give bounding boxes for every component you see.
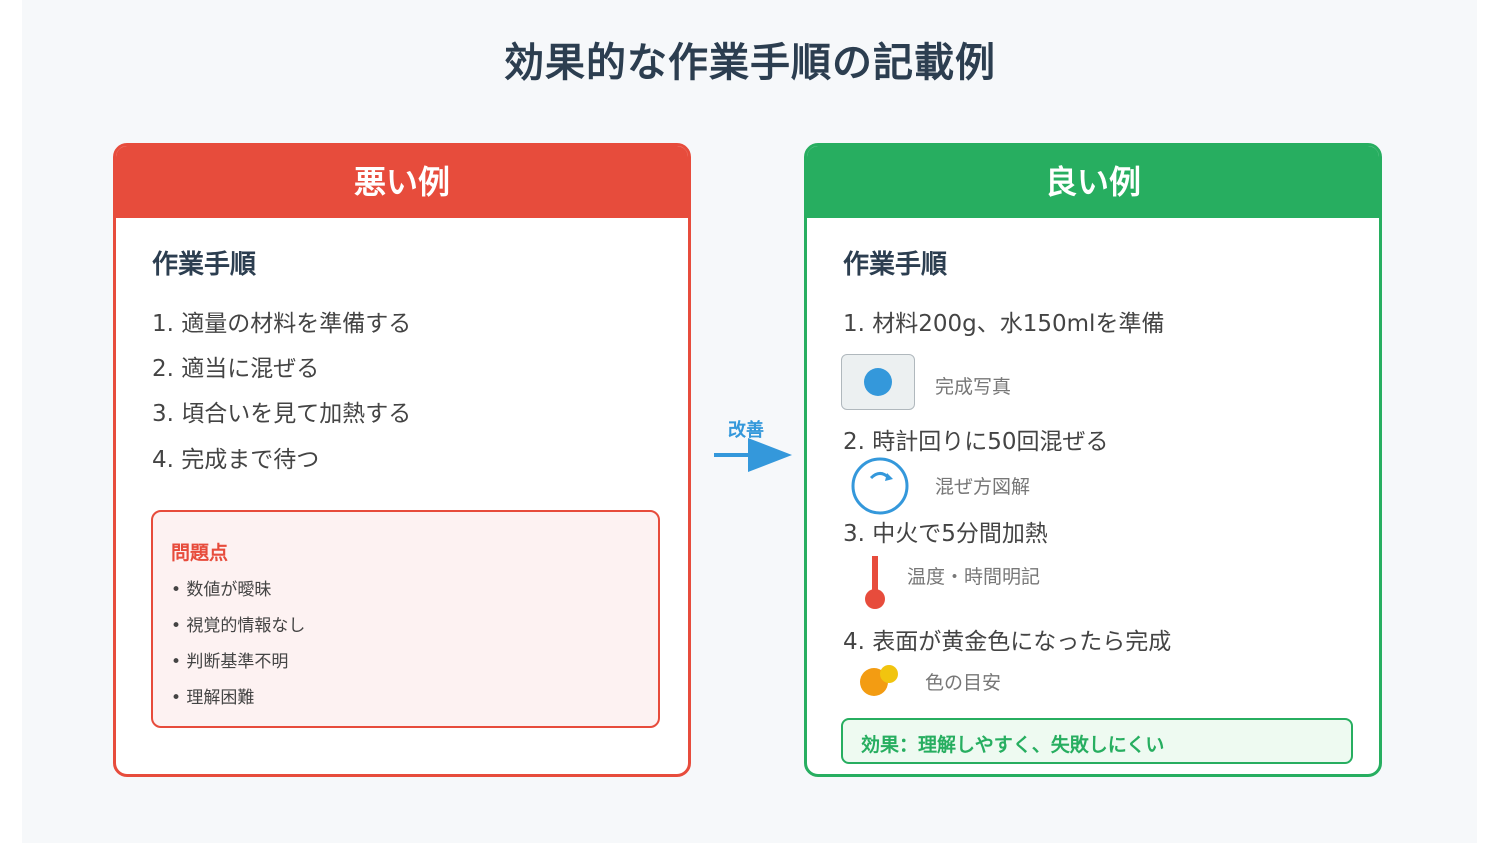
- problems-title: 問題点: [171, 542, 229, 564]
- bad-step-2: 2. 適当に混ぜる: [152, 356, 320, 382]
- problem-item-3: • 判断基準不明: [171, 652, 289, 672]
- color-swatch-icon: [860, 665, 898, 696]
- result-text: 効果：理解しやすく、失敗しにくい: [861, 734, 1165, 756]
- problem-item-4: • 理解困難: [171, 688, 255, 708]
- caption-color-guide: 色の目安: [925, 672, 1002, 694]
- caption-temperature-time: 温度・時間明記: [907, 566, 1041, 588]
- problems-box: 問題点 • 数値が曖昧 • 視覚的情報なし • 判断基準不明 • 理解困難: [151, 510, 660, 728]
- good-step-1: 1. 材料200g、水150mlを準備: [843, 311, 1165, 337]
- improvement-label: 改善: [728, 420, 764, 441]
- good-step-4: 4. 表面が黄金色になったら完成: [843, 629, 1172, 655]
- bad-section-title: 作業手順: [152, 250, 257, 280]
- good-example-panel: 良い例 作業手順 1. 材料200g、水150mlを準備 完成写真 2. 時計回…: [804, 143, 1382, 777]
- thermometer-icon: [865, 556, 885, 609]
- good-step-2: 2. 時計回りに50回混ぜる: [843, 429, 1109, 455]
- good-example-header: 良い例: [807, 146, 1379, 218]
- bad-step-1: 1. 適量の材料を準備する: [152, 311, 412, 337]
- good-section-title: 作業手順: [843, 250, 948, 280]
- clockwise-circle-icon: [851, 457, 909, 515]
- bad-step-3: 3. 頃合いを見て加熱する: [152, 401, 412, 427]
- right-arrow-icon: [714, 438, 792, 472]
- result-box: 効果：理解しやすく、失敗しにくい: [841, 718, 1353, 764]
- bad-example-header: 悪い例: [116, 146, 688, 218]
- good-step-3: 3. 中火で5分間加熱: [843, 521, 1048, 547]
- problem-item-1: • 数値が曖昧: [171, 580, 272, 600]
- bad-example-panel: 悪い例 作業手順 1. 適量の材料を準備する 2. 適当に混ぜる 3. 頃合いを…: [113, 143, 691, 777]
- caption-mixing-diagram: 混ぜ方図解: [935, 476, 1031, 498]
- photo-dot: [864, 368, 892, 396]
- caption-photo: 完成写真: [935, 376, 1012, 398]
- photo-icon: [841, 354, 915, 410]
- bad-step-4: 4. 完成まで待つ: [152, 447, 320, 473]
- problem-item-2: • 視覚的情報なし: [171, 616, 306, 636]
- page-title: 効果的な作業手順の記載例: [504, 40, 996, 86]
